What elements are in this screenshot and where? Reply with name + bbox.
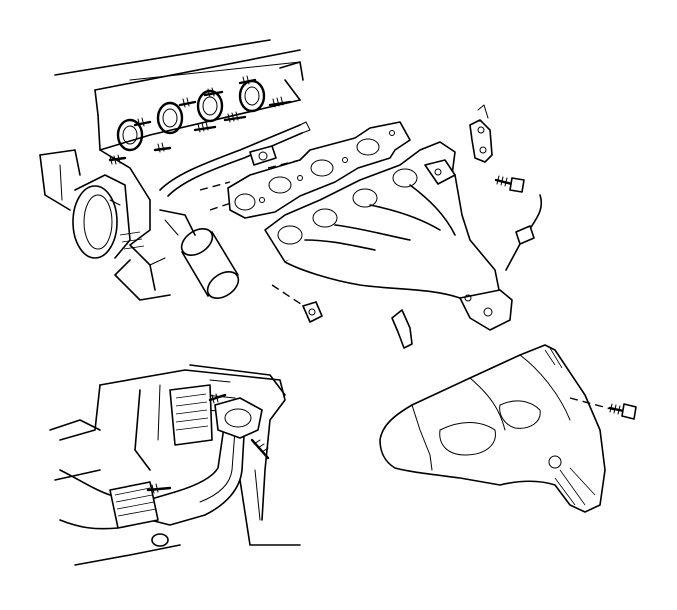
port-rings xyxy=(116,79,266,152)
manifold-bracket xyxy=(469,104,493,163)
oxygen-sensor xyxy=(505,194,543,271)
oil-filter xyxy=(159,209,240,299)
manifold-bolt xyxy=(494,175,525,193)
heat-shield xyxy=(379,344,606,513)
exhaust-manifold-gasket xyxy=(227,121,411,219)
manifold-nut xyxy=(271,284,323,323)
exhaust-pipe-detail xyxy=(49,364,301,566)
exhaust-manifold xyxy=(264,141,513,331)
head-ribbing xyxy=(119,231,145,250)
studs xyxy=(108,75,292,165)
support-clip xyxy=(391,309,413,349)
cylinder-head xyxy=(39,39,311,301)
heat-shield-bolt xyxy=(569,397,637,420)
